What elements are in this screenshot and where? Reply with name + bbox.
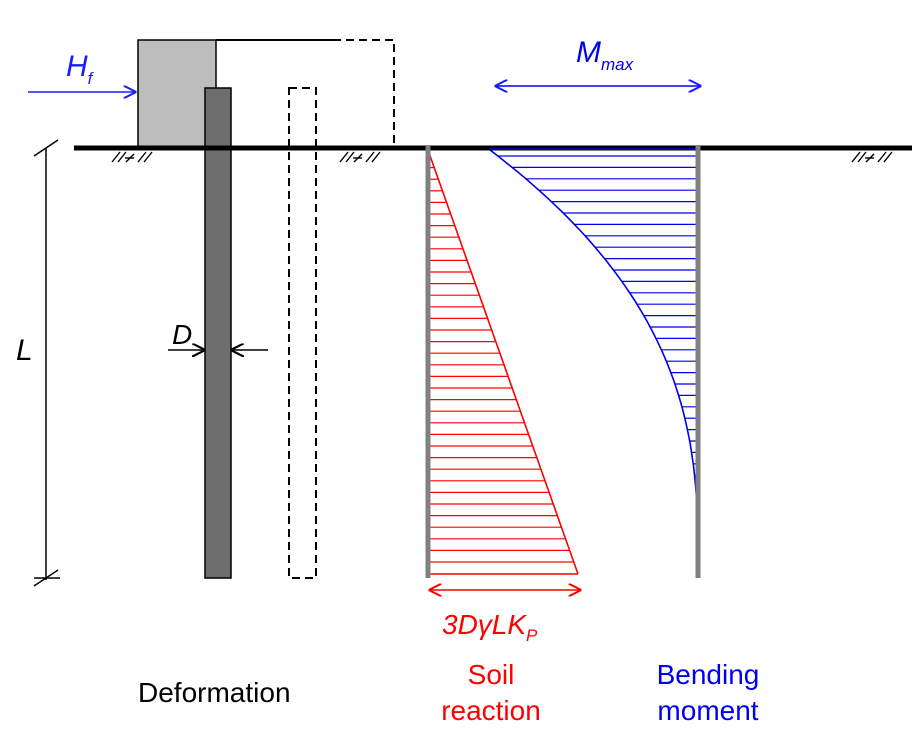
bending-moment-caption-line2: moment: [657, 695, 758, 726]
pile: [204, 87, 232, 579]
reaction-hatch: [428, 155, 574, 563]
soil-hatch-1: [111, 151, 153, 163]
length-label: L: [16, 334, 33, 367]
soil-reaction-caption-line2: reaction: [441, 695, 541, 726]
deformed-cap-outline: [216, 39, 395, 148]
length-tick-top: [33, 139, 59, 157]
moment-curve: [489, 149, 699, 560]
bending-moment-caption-line1: Bending: [657, 659, 760, 690]
diameter-label: D: [172, 319, 192, 350]
pile-cap: [137, 39, 217, 149]
moment-hatch: [497, 155, 698, 533]
moment-max-label: Mmax: [576, 36, 634, 74]
deformed-pile-outline: [288, 87, 317, 579]
reaction-slope: [427, 149, 579, 575]
soil-hatch-2: [339, 151, 381, 163]
force-label: Hf: [66, 50, 95, 88]
reaction-magnitude-label: 3DγLKP: [442, 609, 538, 645]
soil-hatch-3: [851, 151, 893, 163]
deformation-caption: Deformation: [138, 677, 291, 708]
soil-reaction-caption-line1: Soil: [468, 659, 515, 690]
